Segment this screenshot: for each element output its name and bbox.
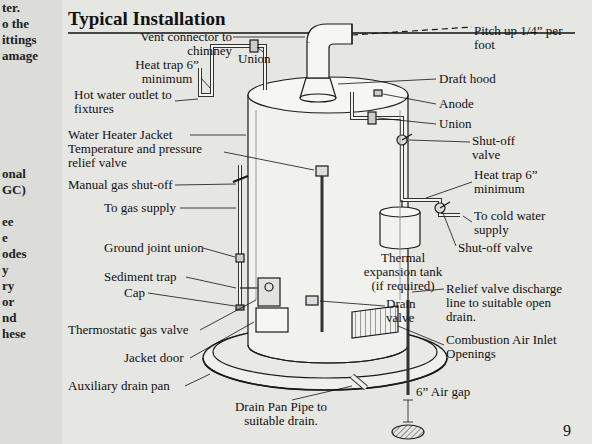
facing-page-text: e: [2, 230, 58, 246]
facing-page-text: odes: [2, 246, 58, 262]
facing-page-text: ee: [2, 214, 58, 230]
part-label: Manual gas shut-off: [68, 178, 178, 192]
facing-page-text: hese: [2, 326, 58, 342]
part-label: Water Heater Jacket: [68, 128, 192, 142]
facing-page-text: ittings: [2, 32, 58, 48]
part-label: To cold water supply: [474, 209, 558, 237]
facing-page-text: or: [2, 294, 58, 310]
part-label: To gas supply: [104, 201, 184, 215]
page-title: Typical Installation: [68, 8, 225, 30]
part-label: Thermostatic gas valve: [68, 323, 202, 337]
part-label: Ground joint union: [104, 241, 204, 255]
facing-page-text: ry: [2, 278, 58, 294]
part-label: 6” Air gap: [416, 385, 496, 399]
part-label: Thermal expansion tank (if required): [360, 251, 446, 293]
facing-page-text: amage: [2, 48, 58, 64]
facing-page: [0, 0, 62, 444]
part-label: Pitch up 1/4” per foot: [474, 24, 570, 52]
facing-page-text: y: [2, 262, 58, 278]
part-label: Anode: [439, 97, 519, 111]
part-label: Union: [439, 117, 499, 131]
facing-page-text: o the: [2, 16, 58, 32]
part-label: Draft hood: [439, 72, 539, 86]
facing-page-text: onal: [2, 166, 58, 182]
leader-lines: [148, 37, 472, 422]
facing-page-text: ter.: [2, 0, 58, 16]
facing-page-text: GC): [2, 182, 58, 198]
part-label: Heat trap 6” minimum: [474, 168, 554, 196]
part-label: Combustion Air Inlet Openings: [446, 333, 566, 361]
part-label: Temperature and pressure relief valve: [68, 142, 224, 170]
part-label: Cap: [124, 286, 154, 300]
part-label: Vent connector to chimney: [104, 30, 232, 58]
facing-page-text: nd: [2, 310, 58, 326]
part-label: Drain valve: [386, 297, 426, 325]
part-label: Drain Pan Pipe to suitable drain.: [226, 400, 336, 428]
part-label: Auxiliary drain pan: [68, 379, 188, 393]
part-label: Shut-off valve: [458, 241, 558, 255]
page-number: 9: [563, 424, 583, 438]
illustration: [200, 24, 472, 439]
part-label: Relief valve discharge line to suitable …: [446, 282, 578, 324]
part-label: Sediment trap: [104, 270, 188, 284]
part-label: Union: [238, 52, 288, 66]
part-label: Jacket door: [124, 351, 194, 365]
part-label: Heat trap 6” minimum: [130, 58, 204, 86]
part-label: Shut-off valve: [472, 134, 532, 162]
part-label: Hot water outlet to fixtures: [74, 88, 176, 116]
